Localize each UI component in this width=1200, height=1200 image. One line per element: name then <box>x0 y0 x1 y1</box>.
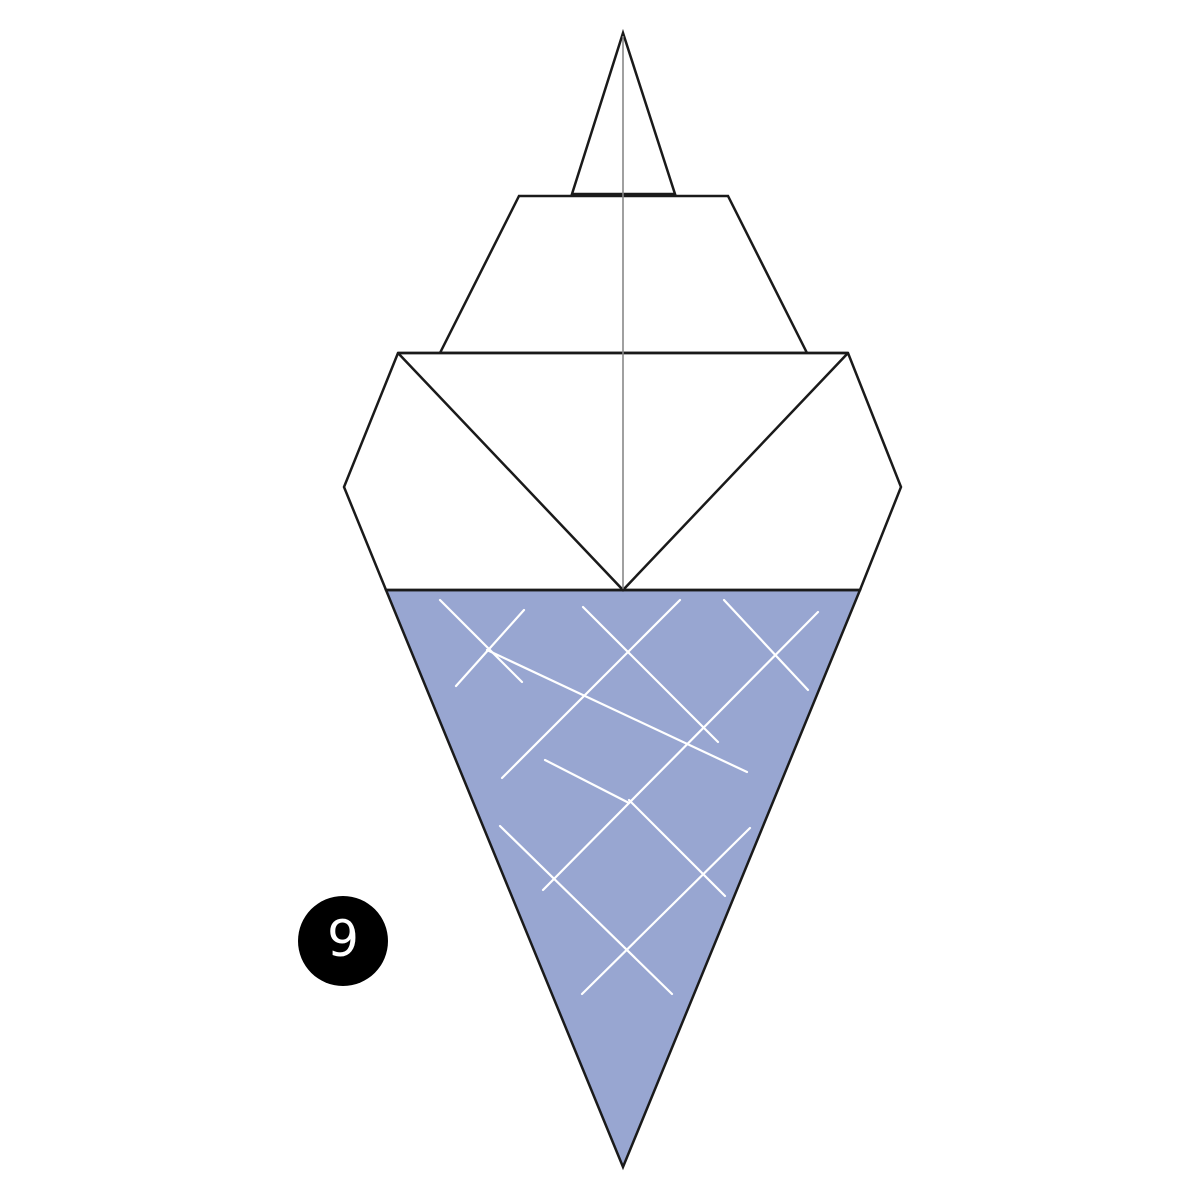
step-badge: 9 <box>298 896 388 986</box>
waffle-pattern <box>438 598 820 996</box>
cone-shape <box>384 588 862 1171</box>
step-number: 9 <box>327 910 359 968</box>
